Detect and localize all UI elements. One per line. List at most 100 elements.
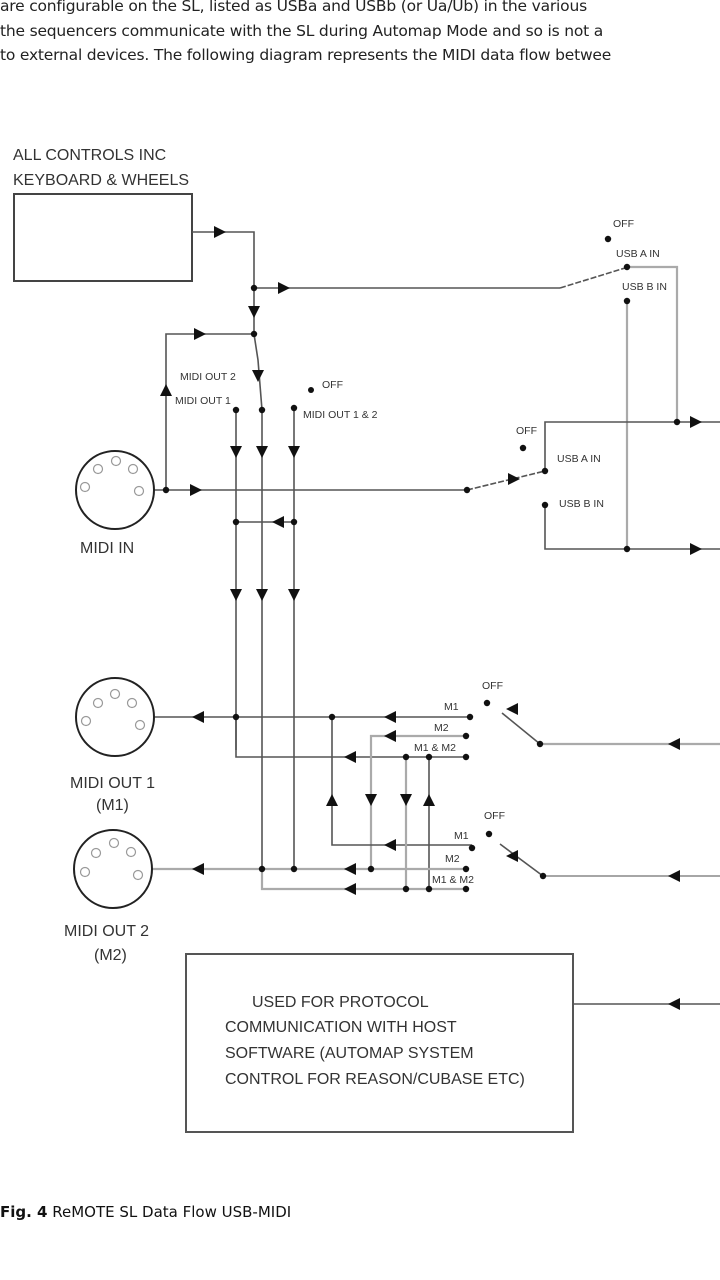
off-label: OFF xyxy=(482,680,503,692)
wire xyxy=(260,869,466,891)
switch-out1-labels: OFF M1 M2 M1 & M2 xyxy=(414,680,503,754)
usb-a-in-label: USB A IN xyxy=(616,248,660,260)
wire xyxy=(192,231,255,334)
arrow-left-icon xyxy=(668,870,680,882)
figure-number: Fig. 4 xyxy=(0,1203,48,1221)
arrow-up-icon xyxy=(160,384,172,396)
junction-dot xyxy=(232,713,240,721)
usb-b-in-label: USB B IN xyxy=(559,498,604,510)
junction-dot xyxy=(250,284,258,292)
midi-out-1-sub: (M1) xyxy=(96,797,129,814)
switch-contact xyxy=(466,713,474,721)
figure-caption: Fig. 4 ReMOTE SL Data Flow USB-MIDI xyxy=(0,1203,291,1221)
midi-out-1-label: MIDI OUT 1 xyxy=(175,395,231,407)
arrow-left-icon xyxy=(384,711,396,723)
protocol-line4: CONTROL FOR REASON/CUBASE ETC) xyxy=(225,1071,525,1088)
intro-line: to external devices. The following diagr… xyxy=(0,46,612,64)
switch-contact xyxy=(485,830,493,838)
midi-out-2-sub: (M2) xyxy=(94,947,127,964)
off-label: OFF xyxy=(516,425,537,437)
switch-contact xyxy=(483,699,491,707)
wire xyxy=(466,470,546,491)
junction-dot xyxy=(232,518,240,526)
arrow-down-icon xyxy=(365,794,377,806)
switch-midi-out-labels: MIDI OUT 2 MIDI OUT 1 OFF MIDI OUT 1 & 2 xyxy=(175,371,378,421)
arrow-right-icon xyxy=(690,416,702,428)
wire xyxy=(544,421,720,471)
arrows xyxy=(160,226,702,1010)
arrow-left-icon xyxy=(344,751,356,763)
midi-out-2-connector: MIDI OUT 2 (M2) xyxy=(64,829,153,964)
switch-contact xyxy=(462,865,470,873)
midi-out-1-connector: MIDI OUT 1 (M1) xyxy=(70,677,155,814)
switch-contact xyxy=(623,297,631,305)
switch-contact xyxy=(541,501,549,509)
arrow-right-icon xyxy=(278,282,290,294)
junction-dot xyxy=(623,545,631,553)
midi-out-2-label: MIDI OUT 2 xyxy=(180,371,236,383)
switch-contact xyxy=(462,885,470,893)
switch-contact xyxy=(623,263,631,271)
arrow-left-icon xyxy=(384,839,396,851)
junction-dot xyxy=(328,713,336,721)
wire xyxy=(369,734,466,868)
protocol-line2: COMMUNICATION WITH HOST xyxy=(225,1019,457,1036)
junction-dot xyxy=(673,418,681,426)
junction-dot xyxy=(290,865,298,873)
protocol-line1: USED FOR PROTOCOL xyxy=(252,994,429,1011)
arrow-left-icon xyxy=(272,516,284,528)
wire xyxy=(501,712,541,745)
switch-contact xyxy=(290,404,298,412)
arrow-down-icon xyxy=(256,446,268,458)
midi-out-1-label: MIDI OUT 1 xyxy=(70,775,155,792)
arrow-down-icon xyxy=(252,370,264,382)
off-label: OFF xyxy=(322,379,343,391)
arrow-down-icon xyxy=(230,589,242,601)
switch-contact xyxy=(258,406,266,414)
junction-dot xyxy=(258,865,266,873)
junction-dot xyxy=(463,486,471,494)
junction-dot xyxy=(162,486,170,494)
arrow-right-icon xyxy=(190,484,202,496)
off-label: OFF xyxy=(484,810,505,822)
arrow-right-icon xyxy=(194,328,206,340)
arrow-right-icon xyxy=(690,543,702,555)
junction-dot xyxy=(290,518,298,526)
arrow-down-icon xyxy=(230,446,242,458)
wire xyxy=(559,267,626,289)
arrow-up-icon xyxy=(326,794,338,806)
switch-midi-in-labels: OFF USB A IN USB B IN xyxy=(516,425,604,510)
arrow-left-icon xyxy=(344,883,356,895)
switch-out2-labels: OFF M1 M2 M1 & M2 xyxy=(432,810,505,886)
wires xyxy=(146,231,720,1005)
junction-dot xyxy=(367,865,375,873)
arrow-left-icon xyxy=(668,738,680,750)
off-label: OFF xyxy=(613,218,634,230)
intro-paragraph: are configurable on the SL, listed as US… xyxy=(0,0,720,68)
arrow-left-icon xyxy=(344,863,356,875)
switch-contact xyxy=(468,844,476,852)
switch-contact xyxy=(519,444,527,452)
arrow-right-icon xyxy=(508,473,520,485)
switch-contact xyxy=(539,872,547,880)
protocol-block: USED FOR PROTOCOL COMMUNICATION WITH HOS… xyxy=(185,953,574,1133)
junction-dot xyxy=(250,330,258,338)
din-connector-icon xyxy=(75,677,155,757)
wire xyxy=(499,843,544,877)
controls-label-line2: KEYBOARD & WHEELS xyxy=(13,172,189,189)
midi-out-1-2-label: MIDI OUT 1 & 2 xyxy=(303,409,378,421)
arrow-left-icon xyxy=(668,998,680,1010)
figure-title: ReMOTE SL Data Flow USB-MIDI xyxy=(52,1203,292,1221)
arrow-down-icon xyxy=(288,446,300,458)
usb-b-in-label: USB B IN xyxy=(622,281,667,293)
junction-dot xyxy=(402,753,410,761)
intro-line: the sequencers communicate with the SL d… xyxy=(0,21,604,40)
controls-box xyxy=(13,193,193,282)
arrow-down-icon xyxy=(288,589,300,601)
protocol-line3: SOFTWARE (AUTOMAP SYSTEM xyxy=(225,1045,474,1062)
switch-contact xyxy=(462,753,470,761)
switch-top-labels: OFF USB A IN USB B IN xyxy=(613,218,667,293)
arrow-right-icon xyxy=(214,226,226,238)
switch-contact xyxy=(462,732,470,740)
junction-dot xyxy=(425,885,433,893)
